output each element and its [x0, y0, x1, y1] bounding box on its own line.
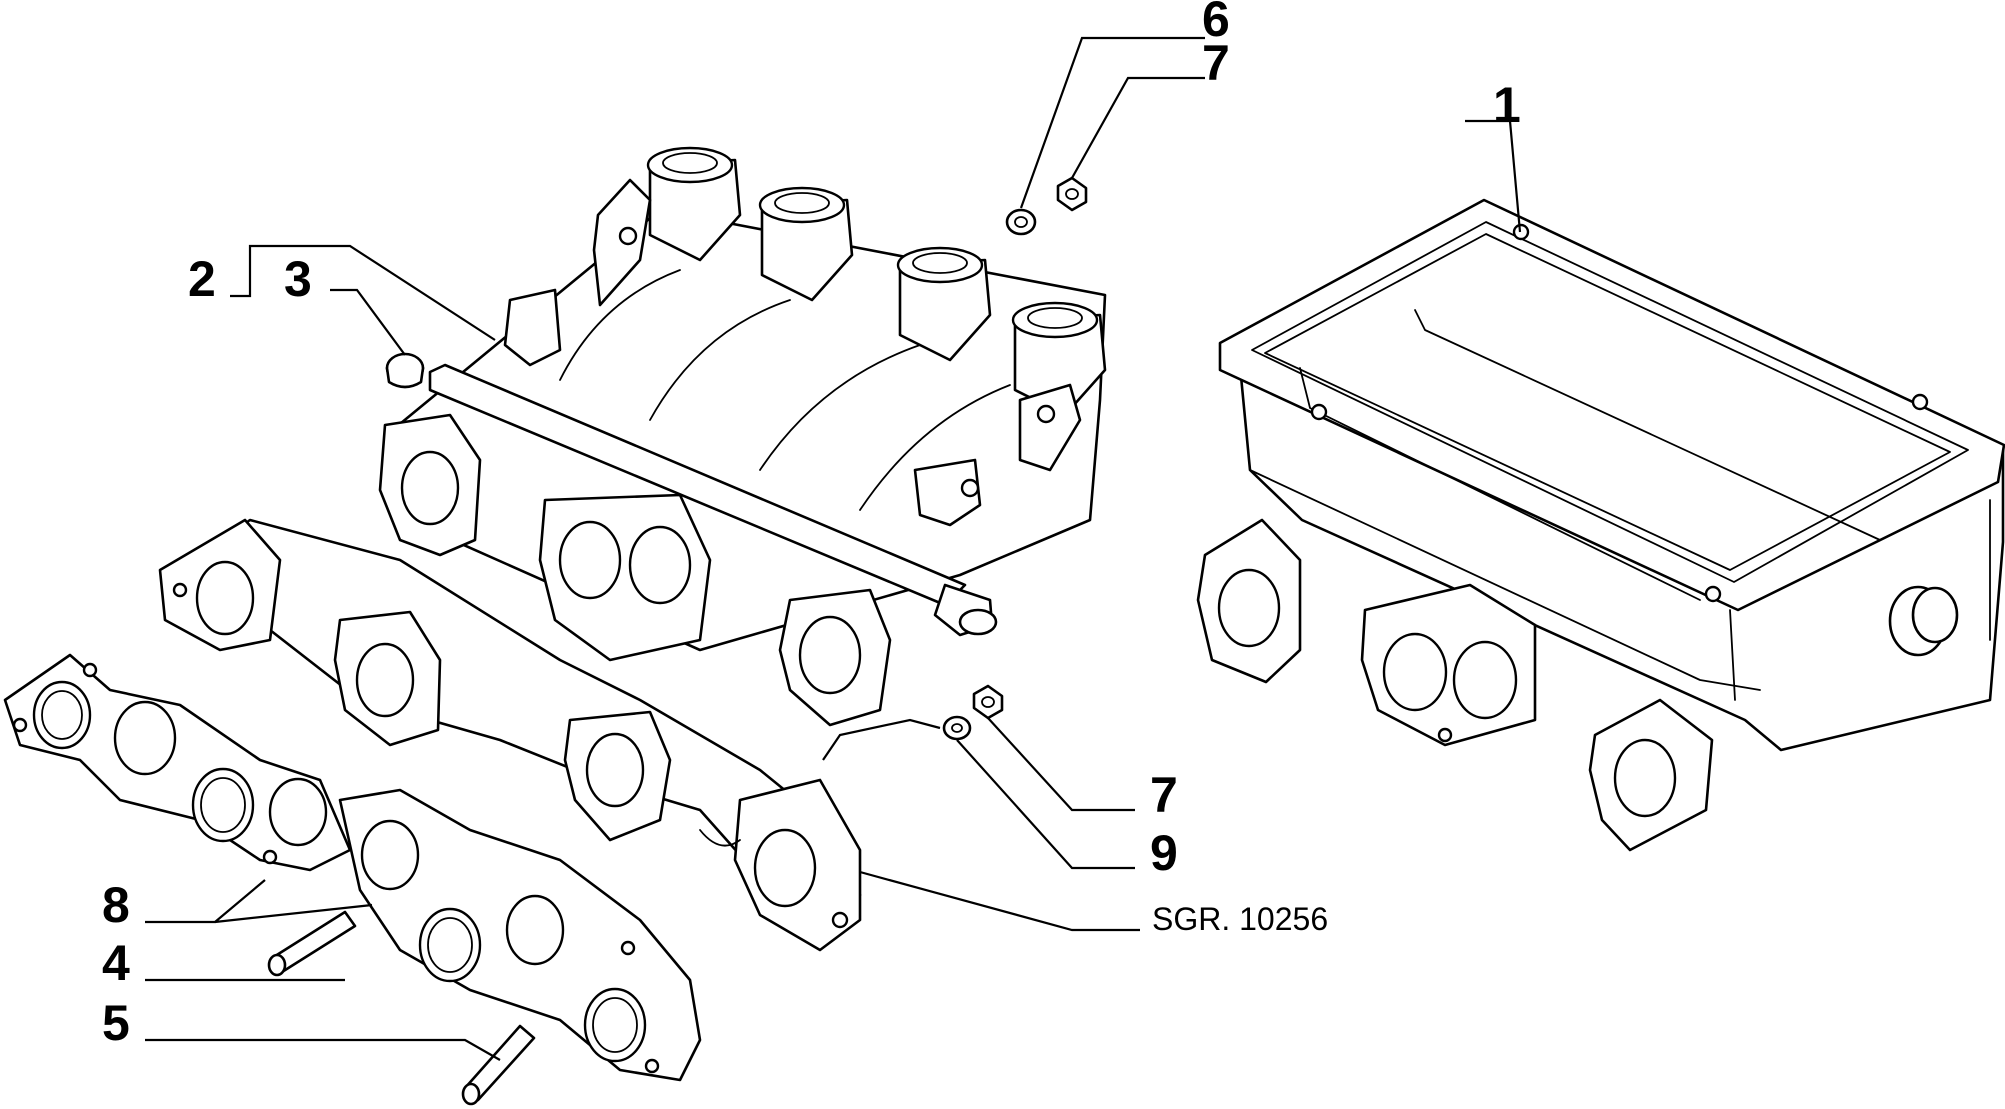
callout-8: 8 — [102, 877, 130, 933]
callout-3: 3 — [284, 251, 312, 307]
nut-part-7-mid — [972, 684, 1004, 720]
callout-6: 6 — [1202, 0, 1230, 47]
callout-4: 4 — [102, 935, 130, 991]
nut-part-7-top — [1056, 176, 1088, 212]
intake-plenum-part — [1196, 198, 2005, 852]
callout-1: 1 — [1493, 77, 1521, 133]
stud-part-5 — [461, 1024, 536, 1106]
stud-part-4 — [267, 910, 357, 977]
callout-7-mid: 7 — [1150, 767, 1178, 823]
callout-2: 2 — [188, 251, 216, 307]
washer-part-6 — [1005, 208, 1037, 236]
exhaust-manifold-part — [158, 518, 862, 952]
callout-5: 5 — [102, 995, 130, 1051]
plug-part-3 — [385, 352, 425, 389]
intake-manifold-part — [378, 146, 1107, 727]
washer-part-9 — [942, 715, 972, 741]
exhaust-gasket-part — [3, 653, 702, 1082]
reference-code: SGR. 10256 — [1152, 901, 1328, 937]
callout-7-top: 7 — [1202, 35, 1230, 91]
callout-9: 9 — [1150, 825, 1178, 881]
leader-lines — [145, 36, 1522, 1061]
intake-ports — [646, 146, 1107, 417]
